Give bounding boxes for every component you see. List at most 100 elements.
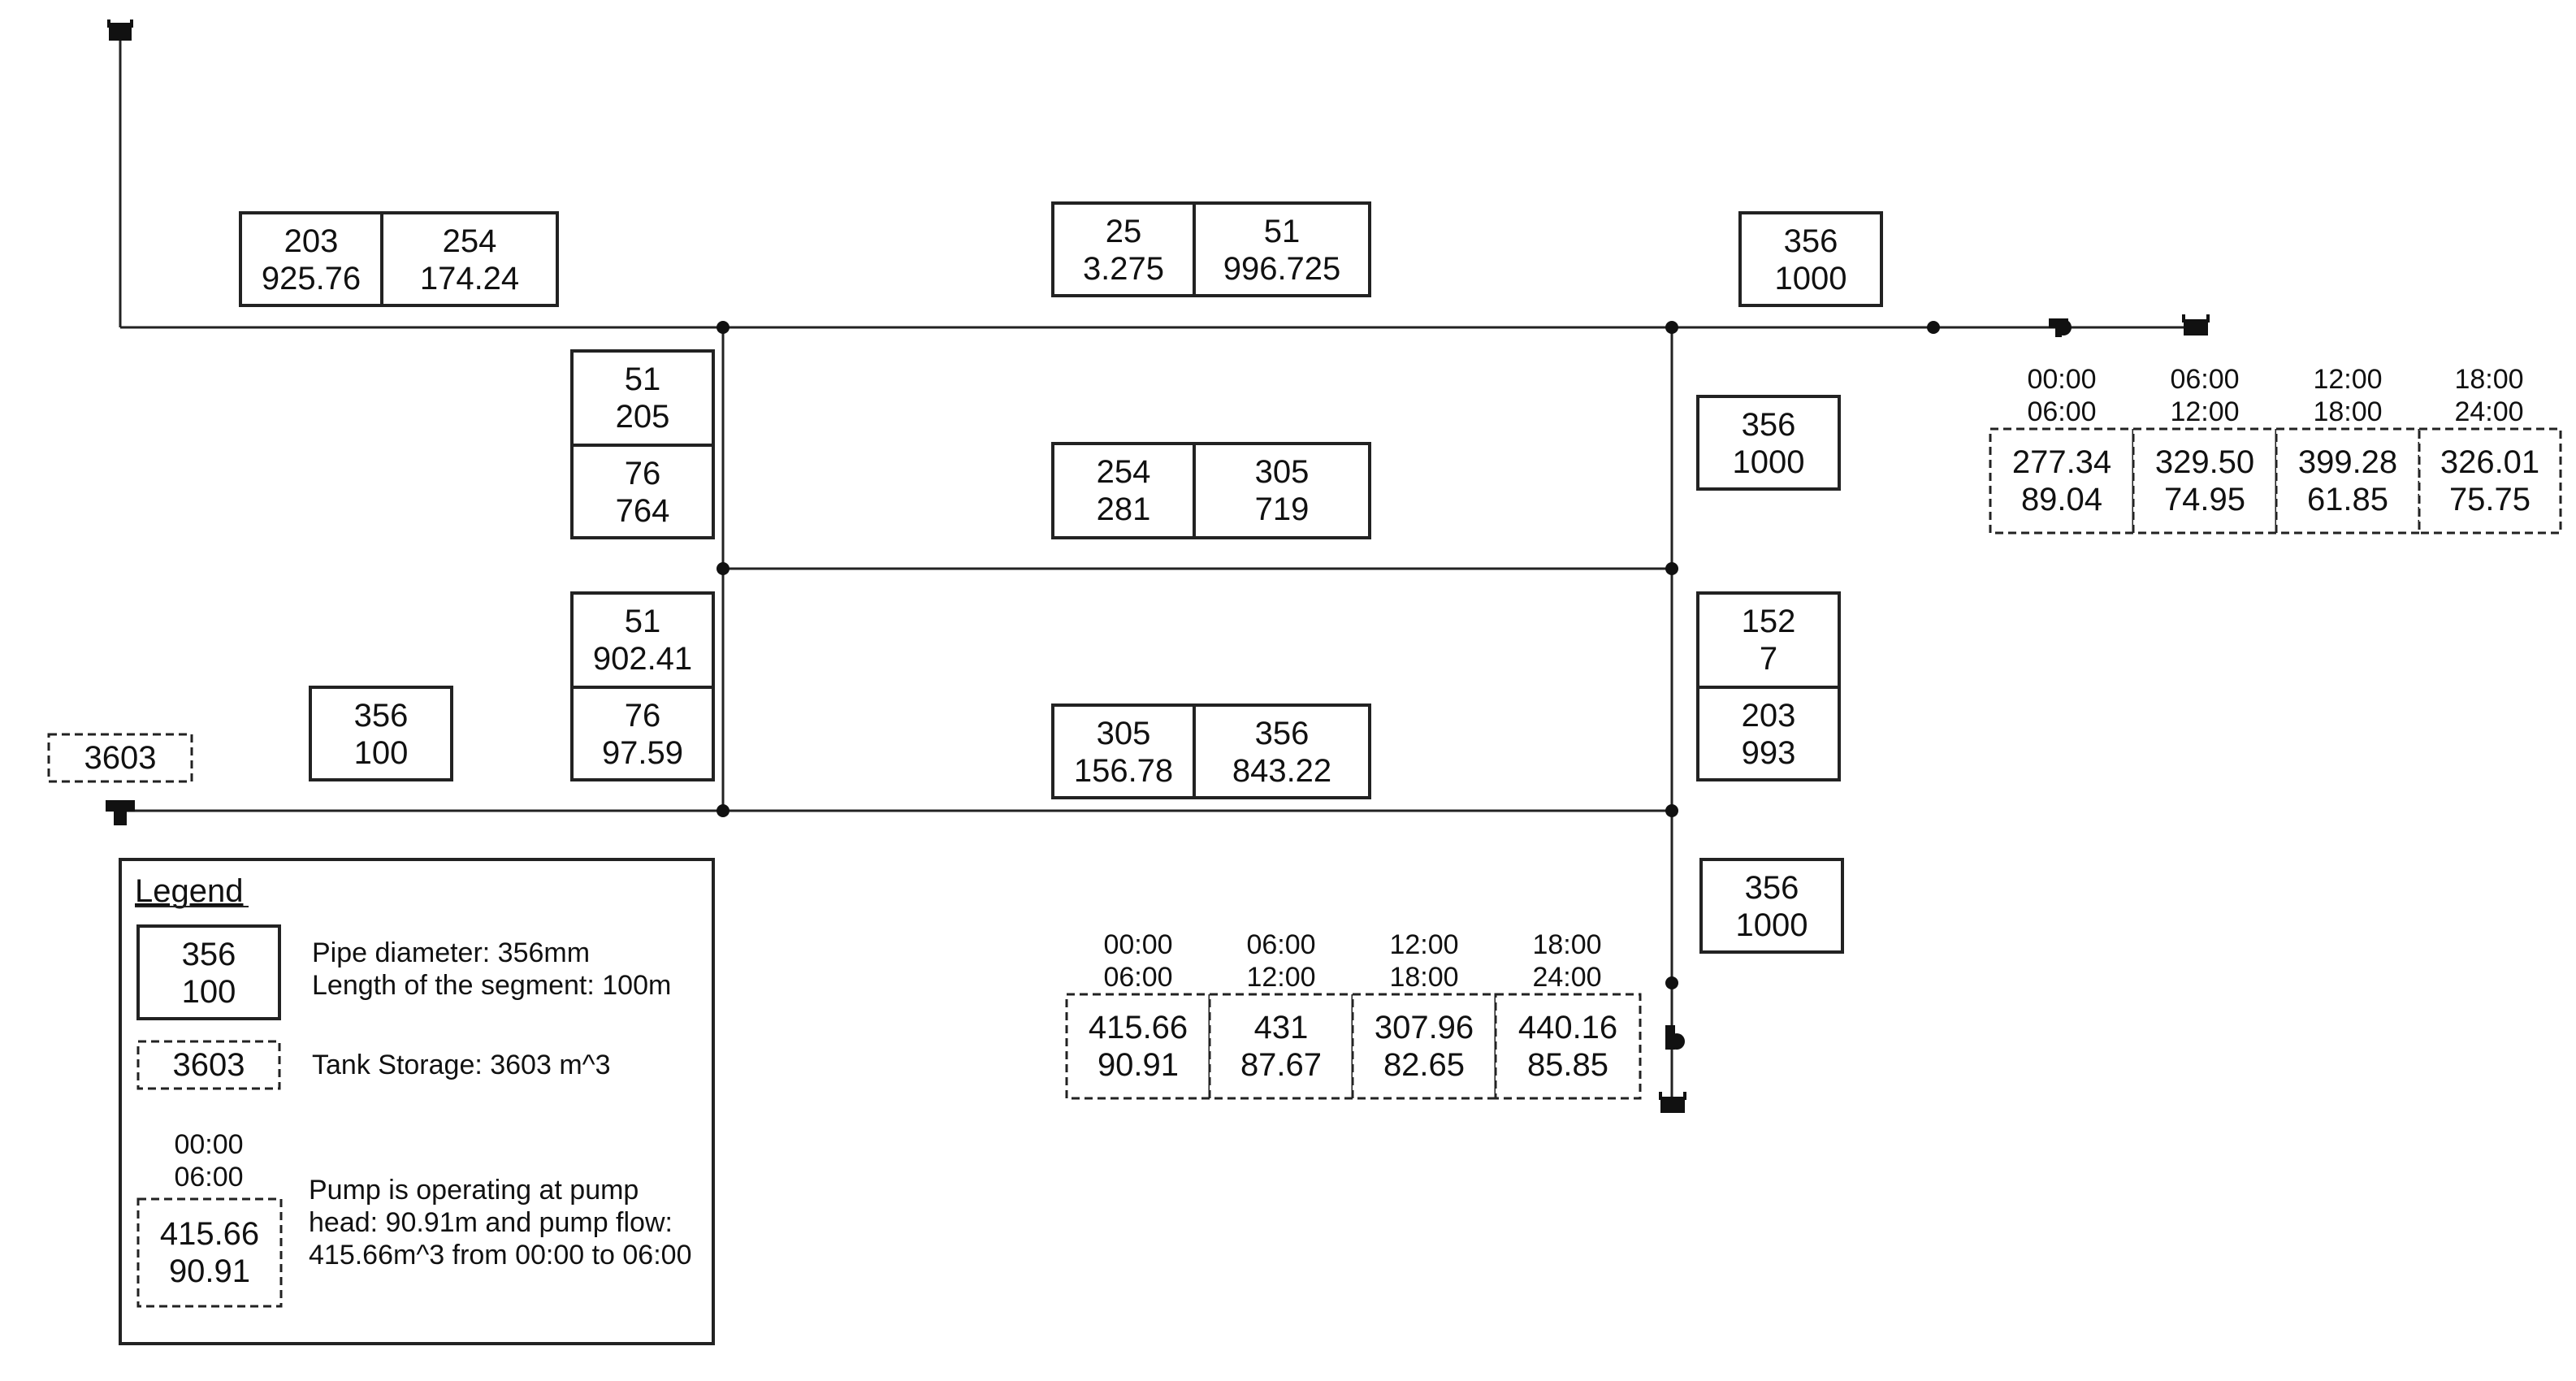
- legend-pump-flow: 415.66: [160, 1216, 259, 1252]
- pipe-diameter: 356: [1255, 716, 1310, 751]
- pump-head: 82.65: [1383, 1047, 1465, 1083]
- tank-label-box: [47, 733, 193, 783]
- pipe-label-texts: 203 925.76 254 174.24 25 3.275 51 996.72…: [262, 214, 1847, 943]
- junction-node: [717, 321, 730, 334]
- pump-icon: [2049, 318, 2072, 337]
- time-end: 24:00: [1532, 962, 1601, 993]
- legend-pump-desc: head: 90.91m and pump flow:: [309, 1207, 673, 1238]
- pipe-diameter: 356: [1745, 870, 1799, 906]
- legend-pump-time: 00:00: [174, 1129, 243, 1160]
- time-end: 18:00: [1389, 962, 1458, 993]
- junction-node: [1927, 321, 1940, 334]
- tank-storage-value: 3603: [84, 740, 157, 776]
- pipe-label-box: [1051, 703, 1196, 799]
- pipe-diameter: 356: [1742, 407, 1796, 443]
- pipe-label-box: [1696, 395, 1841, 491]
- schedule-cell: [2275, 427, 2421, 535]
- pipe-length: 156.78: [1074, 753, 1173, 789]
- time-start: 18:00: [1532, 929, 1601, 960]
- schedule-cell: [1208, 993, 1354, 1100]
- legend: Legend 356 100 Pipe diameter: 356mm Leng…: [119, 858, 715, 1345]
- pipe-length: 993: [1742, 735, 1796, 771]
- pipe-label-box: [1699, 858, 1844, 954]
- pipe-diameter: 76: [625, 698, 661, 734]
- pipe-diameter: 356: [1784, 223, 1838, 259]
- legend-pipe-desc: Pipe diameter: 356mm: [312, 937, 590, 968]
- pipe-label-box: [1696, 686, 1841, 781]
- pipe-label-box: [1051, 442, 1196, 539]
- junctions: [717, 321, 1940, 989]
- pipe-label-box: [1193, 201, 1371, 297]
- pipe-diameter: 76: [625, 456, 661, 491]
- schedule-cell: [1494, 993, 1642, 1100]
- legend-tank-value: 3603: [173, 1047, 245, 1083]
- pipe-diameter: 203: [284, 223, 339, 259]
- pipe-length: 174.24: [420, 261, 519, 297]
- pipe-label-box: [570, 444, 715, 539]
- pipe-label-box: [1193, 442, 1371, 539]
- reservoir-icon: [1659, 1092, 1686, 1113]
- schedule-times: 00:00 06:00 06:00 12:00 12:00 18:00 18:0…: [2027, 364, 2523, 427]
- pipe-length: 3.275: [1083, 251, 1164, 287]
- legend-pump-time: 06:00: [174, 1162, 243, 1193]
- pipe-label-box: [380, 211, 559, 307]
- legend-pipe-desc: Length of the segment: 100m: [312, 970, 671, 1001]
- pump-head: 75.75: [2449, 482, 2531, 517]
- pump-head: 90.91: [1098, 1047, 1179, 1083]
- pump-icon: [1665, 1025, 1685, 1050]
- pipe-length: 843.22: [1232, 753, 1331, 789]
- time-start: 18:00: [2454, 364, 2523, 395]
- schedule-cell: [2132, 427, 2278, 535]
- time-end: 06:00: [1103, 962, 1172, 993]
- pump-flow: 415.66: [1089, 1010, 1188, 1045]
- pipe-diameter: 356: [354, 698, 409, 734]
- pump-flow: 399.28: [2298, 444, 2397, 480]
- legend-pump-head: 90.91: [169, 1253, 250, 1289]
- schedule-boxes: [1065, 993, 1642, 1100]
- tank-icon: [106, 800, 135, 825]
- pump-flow: 440.16: [1518, 1010, 1617, 1045]
- legend-pump-box: [136, 1197, 283, 1308]
- pipe-length: 100: [354, 735, 409, 771]
- time-start: 00:00: [1103, 929, 1172, 960]
- schedule-values: 277.34 89.04 329.50 74.95 399.28 61.85 3…: [2012, 444, 2539, 517]
- junction-node: [1665, 804, 1678, 817]
- tank-label: 3603: [47, 733, 193, 783]
- junction-node: [1665, 321, 1678, 334]
- legend-pump-desc: Pump is operating at pump: [309, 1175, 639, 1206]
- pipe-length: 996.725: [1223, 251, 1341, 287]
- pump-flow: 277.34: [2012, 444, 2111, 480]
- pipe-length: 1000: [1736, 907, 1808, 943]
- junction-node: [717, 804, 730, 817]
- pipe-length: 1000: [1733, 444, 1805, 480]
- time-end: 12:00: [1246, 962, 1315, 993]
- pump-head: 74.95: [2164, 482, 2245, 517]
- schedule-boxes: [1989, 427, 2562, 535]
- pipe-label-box: [570, 686, 715, 781]
- legend-pipe-box: [136, 924, 281, 1020]
- schedule-values: 415.66 90.91 431 87.67 307.96 82.65 440.…: [1089, 1010, 1617, 1083]
- pipe-length: 925.76: [262, 261, 361, 297]
- pump-flow: 307.96: [1375, 1010, 1474, 1045]
- pipe-length: 902.41: [593, 641, 692, 677]
- schedule-cell: [1351, 993, 1497, 1100]
- pump-flow: 329.50: [2155, 444, 2254, 480]
- pipe-length: 281: [1097, 491, 1151, 527]
- legend-title: Legend: [135, 873, 243, 909]
- junction-node: [1665, 562, 1678, 575]
- pipe-diameter: 203: [1742, 698, 1796, 734]
- time-start: 06:00: [2170, 364, 2239, 395]
- pump-flow: 326.01: [2440, 444, 2539, 480]
- pipe-diameter: 254: [1097, 454, 1151, 490]
- pipe-label-box: [1738, 211, 1883, 307]
- time-start: 12:00: [1389, 929, 1458, 960]
- pipe-diameter: 51: [625, 604, 661, 639]
- time-end: 12:00: [2170, 396, 2239, 427]
- pipe-length: 97.59: [602, 735, 683, 771]
- reservoir-icon: [2182, 314, 2210, 336]
- schedule-cell: [2418, 427, 2562, 535]
- pipe-diameter: 254: [443, 223, 497, 259]
- pipe-label-box: [239, 211, 383, 307]
- reservoir-symbols: [107, 19, 2210, 1113]
